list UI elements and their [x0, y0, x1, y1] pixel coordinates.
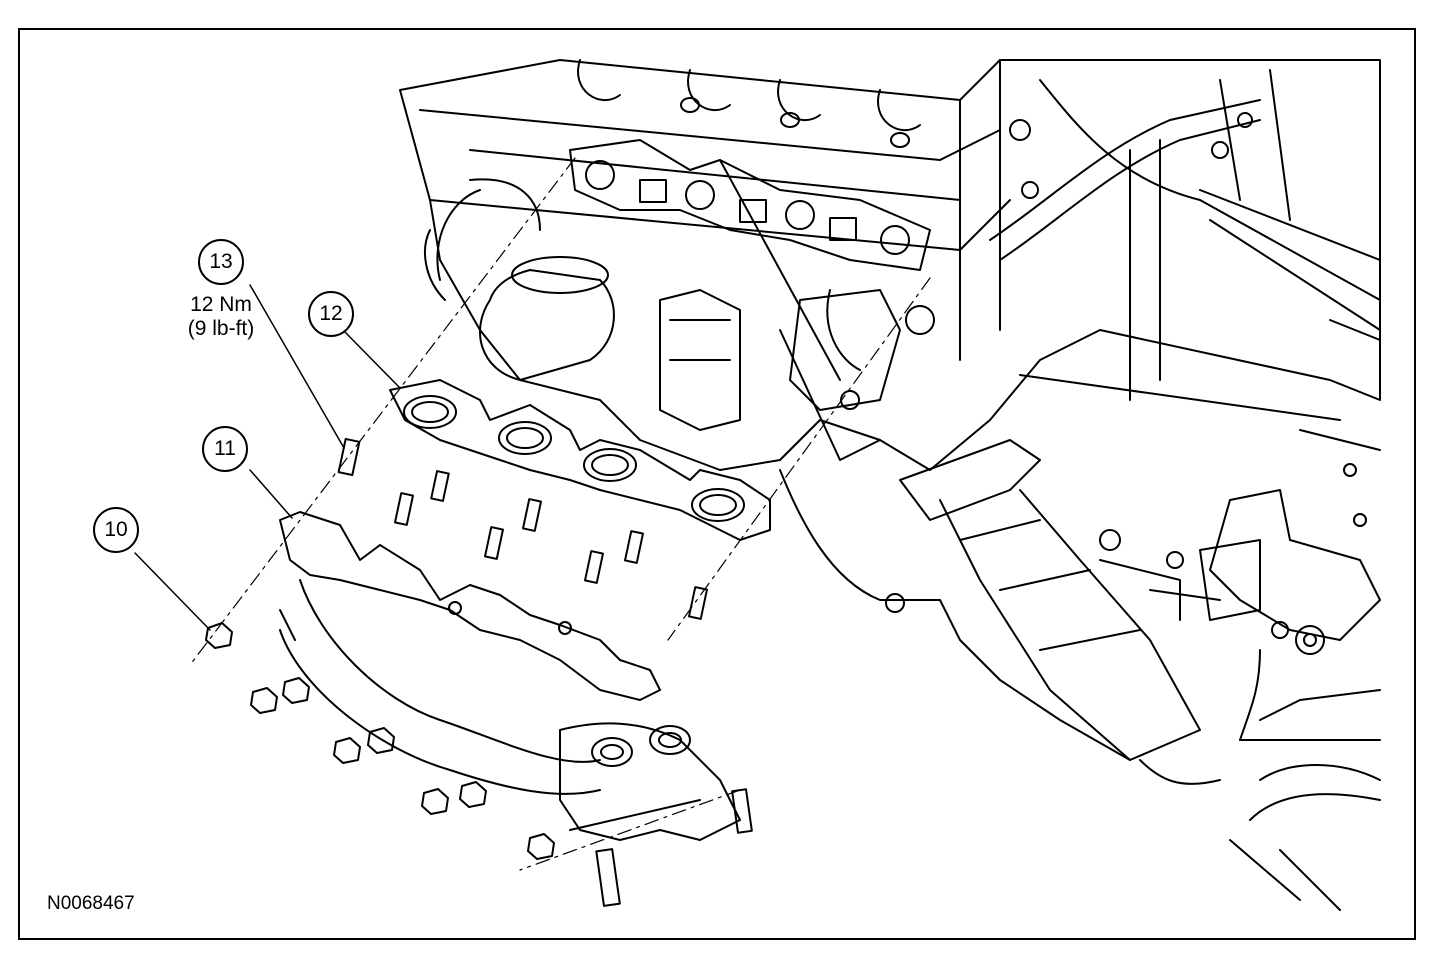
callout-13: 13 [198, 239, 244, 285]
torque-imperial: (9 lb-ft) [187, 317, 255, 340]
leader-lines [134, 284, 401, 631]
callout-12: 12 [308, 291, 354, 337]
callout-11-number: 11 [214, 437, 236, 460]
callout-11: 11 [202, 426, 248, 472]
callout-10: 10 [93, 507, 139, 553]
manifold-drawing [279, 511, 753, 907]
nuts-drawing [205, 622, 555, 860]
figure-id: N0068467 [47, 893, 135, 914]
engine-block-drawing [399, 59, 1381, 471]
torque-metric: 12 Nm [190, 293, 252, 316]
callout-13-number: 13 [209, 250, 233, 273]
diagram-frame [18, 28, 1416, 940]
catalytic-converter-drawing [779, 319, 1381, 911]
callout-10-number: 10 [104, 518, 128, 541]
studs-drawing [337, 437, 708, 620]
assembly-centerlines [189, 157, 931, 871]
callout-12-number: 12 [319, 302, 343, 325]
torque-spec: 12 Nm (9 lb-ft) [150, 293, 292, 341]
gasket-drawing [389, 379, 771, 541]
